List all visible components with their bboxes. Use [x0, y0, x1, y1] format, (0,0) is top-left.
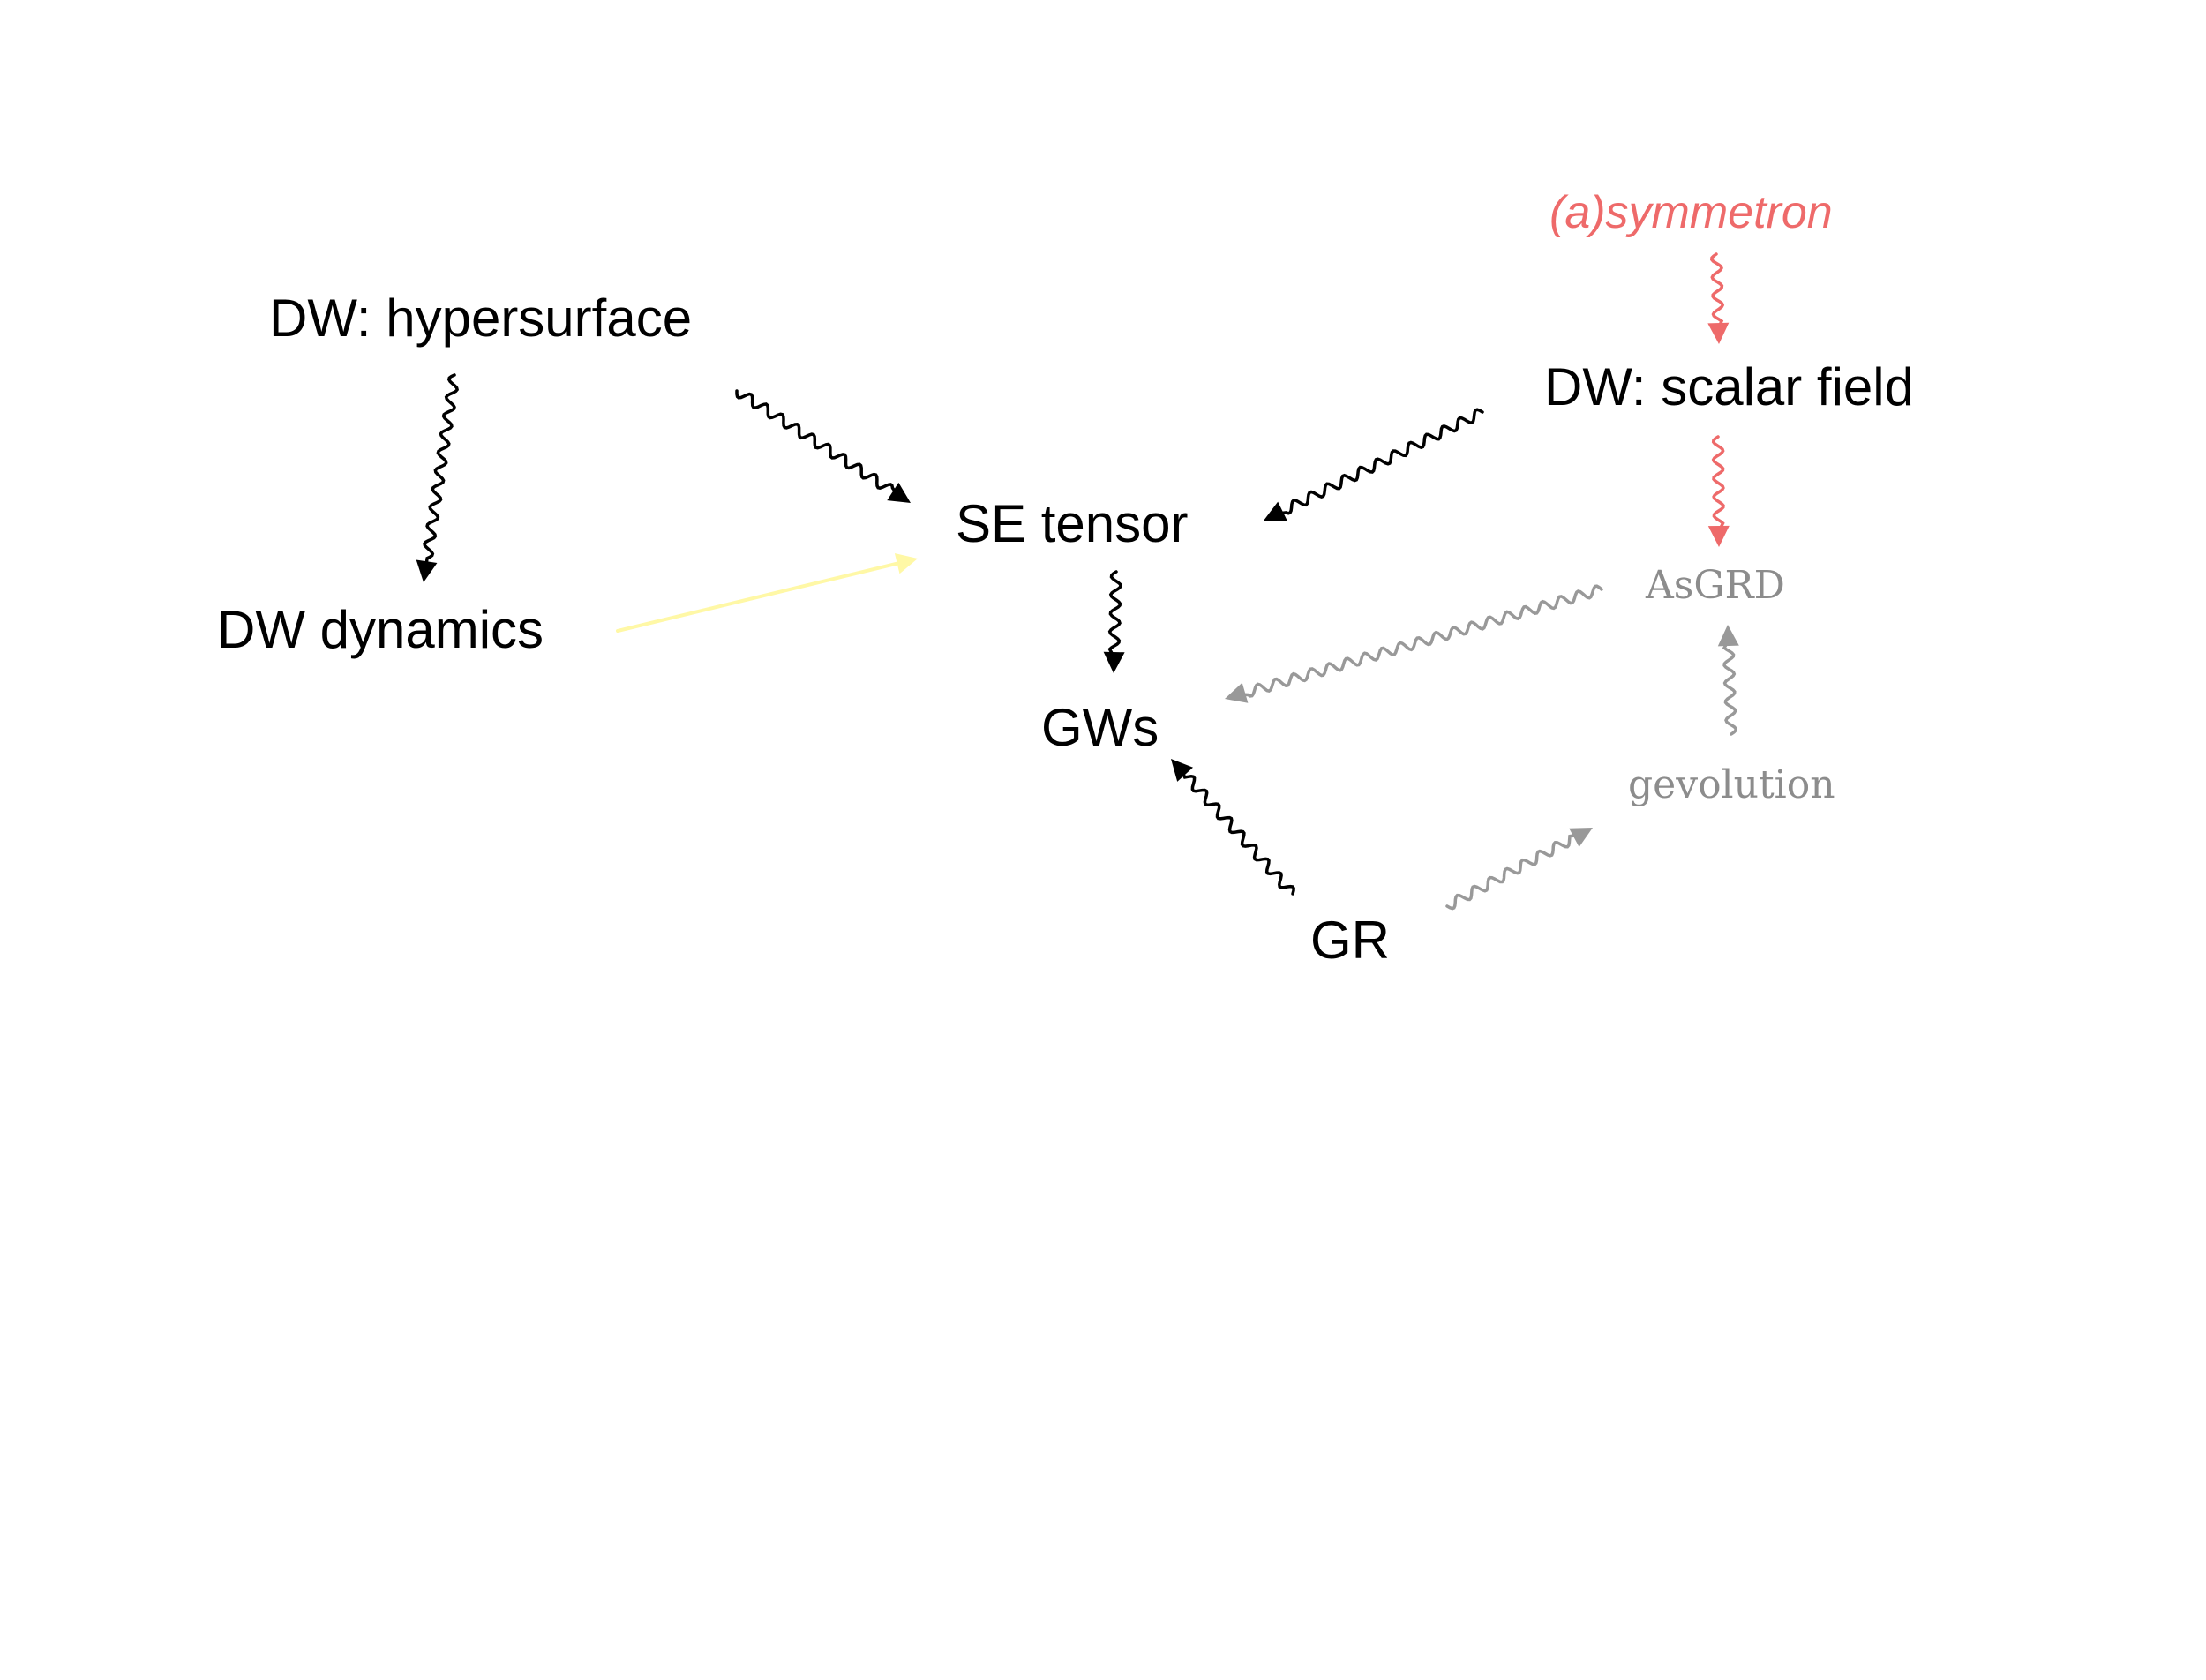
edge-gevolution-to-asgrd-line	[1722, 639, 1738, 736]
edge-asymmetron-to-dw-scalar-field	[1707, 252, 1730, 344]
edge-dw-hypersurface-to-se-tensor-arrowhead	[887, 482, 911, 503]
edge-se-tensor-to-gws-arrowhead	[1103, 651, 1125, 673]
edge-dw-hypersurface-to-dw-dynamics-line	[423, 373, 460, 568]
edge-gr-to-gws	[1171, 759, 1295, 896]
edge-gr-to-gevolution	[1445, 828, 1593, 911]
edge-dw-hypersurface-to-se-tensor-line	[735, 389, 899, 496]
edge-dw-scalar-field-to-se-tensor-arrowhead	[1264, 501, 1287, 521]
edge-dw-scalar-field-to-asgrd-line	[1711, 435, 1725, 533]
edge-dw-scalar-field-to-asgrd	[1707, 435, 1730, 547]
node-dw-scalar-field: DW: scalar field	[1544, 357, 1915, 416]
node-dw-hypersurface: DW: hypersurface	[269, 289, 693, 348]
edge-dw-scalar-field-to-se-tensor	[1264, 408, 1484, 521]
node-gevolution: gevolution	[1628, 762, 1835, 807]
edge-gevolution-to-asgrd-arrowhead	[1717, 625, 1739, 647]
edge-dw-scalar-field-to-se-tensor-line	[1276, 408, 1484, 515]
edge-dw-dynamics-to-se-tensor	[616, 553, 918, 633]
edge-gr-to-gevolution-arrowhead	[1569, 828, 1593, 847]
edge-asgrd-to-gws-arrowhead	[1225, 682, 1249, 703]
edge-dw-scalar-field-to-asgrd-arrowhead	[1707, 525, 1730, 547]
node-dw-dynamics: DW dynamics	[217, 600, 544, 659]
edge-gevolution-to-asgrd	[1717, 625, 1739, 736]
edge-dw-hypersurface-to-se-tensor	[735, 389, 911, 503]
node-asymmetron: (a)symmetron	[1549, 187, 1833, 238]
node-gr: GR	[1310, 911, 1390, 970]
edge-dw-dynamics-to-se-tensor-arrowhead	[894, 553, 918, 574]
node-se-tensor: SE tensor	[956, 494, 1189, 553]
edge-dw-dynamics-to-se-tensor-line	[616, 560, 904, 633]
node-asgrd: AsGRD	[1646, 563, 1785, 608]
edge-gr-to-gevolution-line	[1445, 833, 1580, 911]
edge-asymmetron-to-dw-scalar-field-arrowhead	[1707, 322, 1730, 344]
edge-asgrd-to-gws-line	[1238, 584, 1603, 698]
edge-dw-hypersurface-to-dw-dynamics-arrowhead	[416, 559, 438, 582]
edge-asgrd-to-gws	[1225, 584, 1603, 703]
edge-gr-to-gws-arrowhead	[1171, 759, 1193, 782]
edge-gr-to-gws-line	[1180, 769, 1295, 896]
node-gws: GWs	[1041, 698, 1159, 757]
edge-se-tensor-to-gws-line	[1107, 570, 1123, 659]
edge-se-tensor-to-gws	[1103, 570, 1125, 673]
edge-dw-hypersurface-to-dw-dynamics	[416, 373, 460, 582]
edge-asymmetron-to-dw-scalar-field-line	[1709, 252, 1725, 330]
